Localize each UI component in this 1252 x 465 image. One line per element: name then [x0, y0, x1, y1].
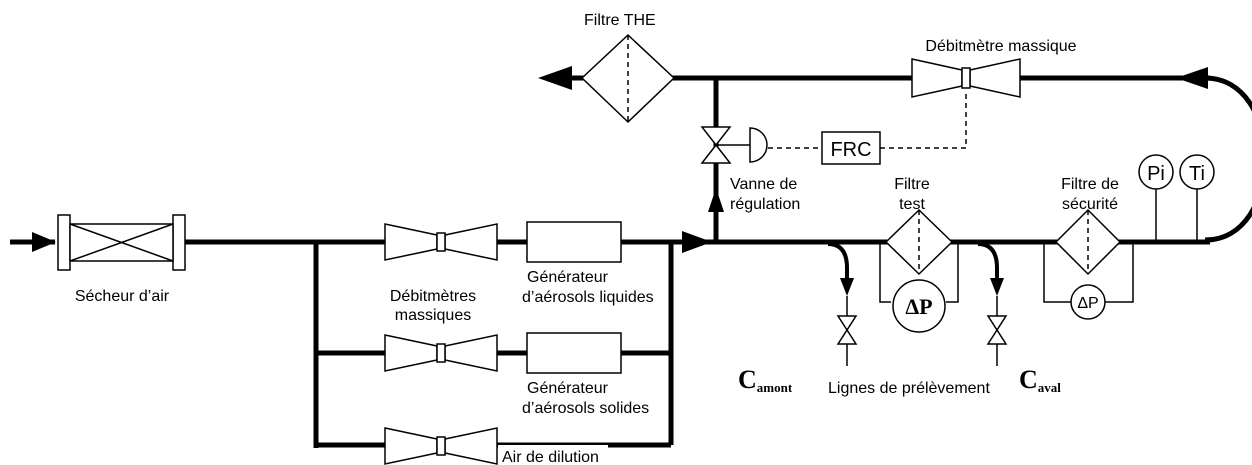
- c-downstream-sub: aval: [1038, 380, 1062, 395]
- pi-label: Pi: [1147, 163, 1165, 185]
- safety-filter-label-1: Filtre de: [1061, 176, 1119, 193]
- hepa-filter-label: Filtre THE: [584, 12, 656, 29]
- dilution-label-backing: [498, 445, 608, 465]
- temperature-indicator: [1179, 154, 1215, 190]
- liquid-aerosol-generator: [526, 221, 622, 263]
- frc-controller: [821, 131, 881, 165]
- regulation-valve: [700, 126, 768, 164]
- pressure-indicator: [1138, 154, 1174, 190]
- test-filter-dp-label: ΔP: [905, 294, 932, 319]
- flowmeters-label-1: Débitmètres: [390, 288, 476, 305]
- sampling-lines-label: Lignes de prélèvement: [828, 380, 990, 397]
- c-downstream-label: Caval: [1019, 365, 1061, 395]
- safety-filter: [1043, 208, 1134, 303]
- solid-generator-label-1: Générateur: [527, 380, 609, 397]
- safety-filter-dp-gauge: ΔP: [1070, 284, 1106, 320]
- outlet-arrow: [538, 66, 572, 90]
- valve-label-1: Vanne de: [730, 176, 797, 193]
- mass-flowmeter-label: Débitmètre massique: [925, 38, 1076, 55]
- ti-label: Ti: [1189, 163, 1205, 185]
- flowmeter-mass-main: [911, 58, 1021, 98]
- liquid-generator-label-2: d’aérosols liquides: [522, 289, 654, 306]
- safety-filter-label-2: sécurité: [1062, 196, 1118, 213]
- air-dryer: [57, 214, 186, 271]
- valve-label-2: régulation: [730, 196, 800, 213]
- test-filter-label-2: test: [899, 196, 925, 213]
- sampling-line-upstream: [827, 242, 858, 366]
- flowmeter-dilution: [384, 427, 498, 465]
- dilution-air-label: Air de dilution: [502, 449, 599, 465]
- flowmeter-solid: [384, 334, 498, 372]
- hepa-filter: [580, 33, 676, 124]
- solid-generator-label-2: d’aérosols solides: [522, 400, 649, 417]
- flowmeter-liquid: [384, 223, 498, 261]
- test-filter: [879, 208, 959, 303]
- mixing-arrow: [682, 231, 712, 253]
- sampling-line-downstream: [977, 242, 1008, 366]
- liquid-generator-label-1: Générateur: [527, 269, 609, 286]
- inlet-arrow: [32, 232, 56, 252]
- control-line-right: [880, 90, 967, 149]
- frc-label: FRC: [830, 139, 871, 161]
- dryer-label: Sécheur d’air: [75, 288, 170, 305]
- test-filter-dp-gauge: ΔP: [892, 279, 946, 333]
- c-upstream-label: Camont: [738, 365, 793, 395]
- c-downstream-main: C: [1019, 365, 1038, 394]
- flowmeters-label-2: massiques: [395, 307, 471, 324]
- loop-pipe: [1204, 75, 1252, 243]
- return-arrow: [1176, 67, 1208, 89]
- c-upstream-main: C: [738, 365, 757, 394]
- solid-aerosol-generator: [526, 332, 622, 374]
- c-upstream-sub: amont: [757, 380, 793, 395]
- test-filter-label-1: Filtre: [894, 176, 930, 193]
- bypass-arrow: [708, 188, 724, 212]
- safety-filter-dp-label: ΔP: [1077, 295, 1098, 312]
